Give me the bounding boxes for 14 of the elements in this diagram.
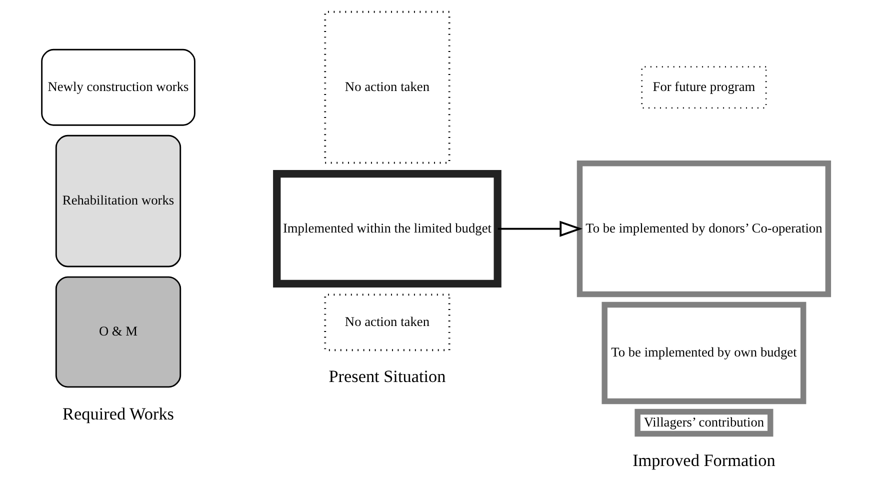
node-box: To be implemented by donors’ Co-operation [576,160,832,298]
node-box: For future program [641,66,767,109]
node-box: O & M [55,276,182,388]
node-box: Implemented within the limited budget [273,170,502,288]
node-box: No action taken [324,294,450,352]
label: Improved Formation [632,451,776,470]
node-box: Newly construction works [41,48,196,126]
node-box: No action taken [324,10,450,164]
arrow [498,220,583,237]
node-box: Rehabilitation works [55,134,182,268]
node-box: Villagers’ contribution [634,408,774,437]
node-box: To be implemented by own budget [602,302,806,404]
label: Required Works [62,404,174,424]
label: Present Situation [328,367,446,386]
